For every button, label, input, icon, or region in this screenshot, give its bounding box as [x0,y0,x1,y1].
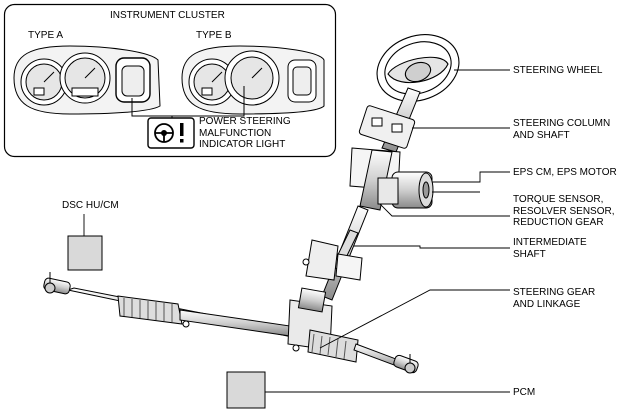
callout-pcm: PCM [513,387,536,398]
eps-motor [377,171,434,209]
callout-leaders [83,69,510,393]
steering-wheel [376,34,460,102]
type-b-label: TYPE B [196,30,232,41]
type-a-cluster [13,45,161,115]
callout-steering-gear: STEERING GEAR AND LINKAGE [513,287,596,310]
intermediate-shaft [302,205,369,301]
callout-torque-sensor: TORQUE SENSOR, RESOLVER SENSOR, REDUCTIO… [513,194,615,228]
callout-eps: EPS CM, EPS MOTOR [513,167,617,178]
type-b-cluster [181,45,325,115]
indicator-label: POWER STEERING MALFUNCTION INDICATOR LIG… [199,116,291,150]
instrument-cluster-frame [3,3,337,158]
cluster-title: INSTRUMENT CLUSTER [110,10,225,21]
type-a-label: TYPE A [28,30,64,41]
pcm-module [226,371,266,409]
left-tie-rod-end [43,272,71,295]
steering-column [349,87,421,211]
steering-gear-rack [66,287,405,369]
callout-steering-wheel: STEERING WHEEL [513,65,603,76]
callout-steering-column: STEERING COLUMN AND SHAFT [513,118,611,141]
right-tie-rod-end [393,354,419,374]
callout-intermediate-shaft: INTERMEDIATE SHAFT [513,237,587,260]
dsc-hu-cm-module [67,235,103,271]
callout-dsc: DSC HU/CM [62,200,119,211]
power-steering-indicator-icon [147,117,195,149]
